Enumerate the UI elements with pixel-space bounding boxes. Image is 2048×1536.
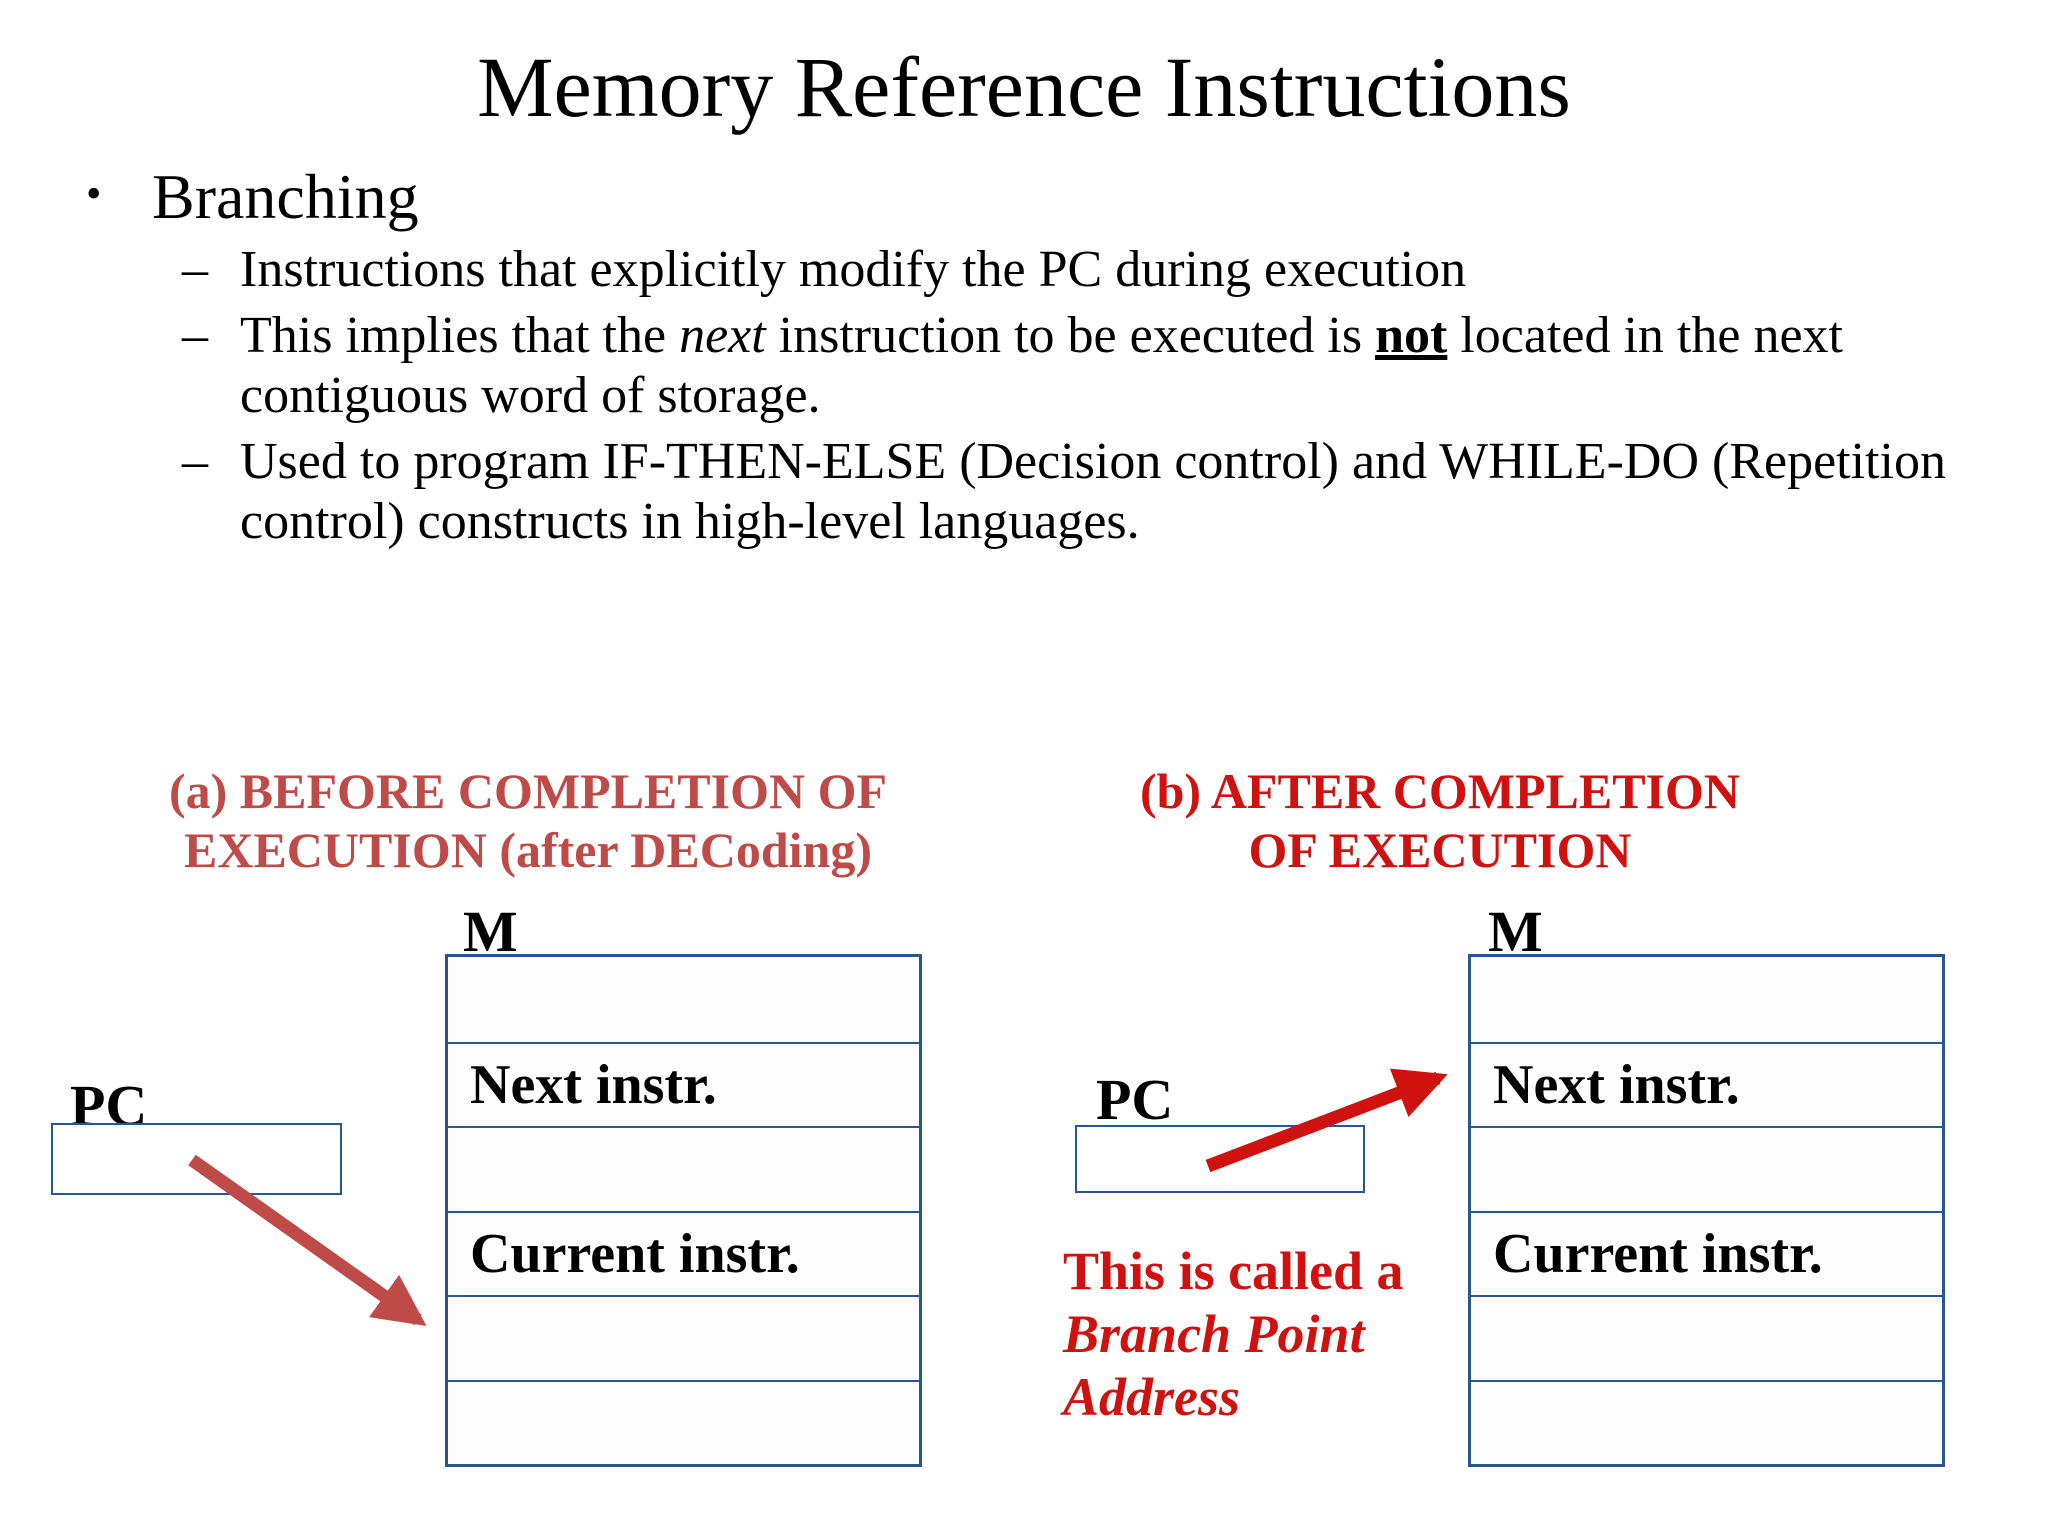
annotation-line3: Address bbox=[1063, 1367, 1241, 1427]
bullet-branching: Branching bbox=[152, 161, 419, 232]
memory-row-current-instr: Current instr. bbox=[448, 1210, 919, 1296]
pc-register-box-b bbox=[1075, 1125, 1365, 1193]
memory-row bbox=[448, 957, 919, 1042]
pc-label-b: PC bbox=[1096, 1067, 1174, 1132]
memory-label-b: M bbox=[1488, 899, 1543, 964]
caption-b-line2: OF EXECUTION bbox=[1248, 822, 1632, 878]
sub-bullet-1-text: Instructions that explicitly modify the … bbox=[240, 240, 1980, 300]
annotation-line1: This is called a bbox=[1063, 1241, 1404, 1301]
memory-table-b: Next instr. Current instr. bbox=[1468, 954, 1945, 1467]
dash-icon: – bbox=[182, 433, 208, 490]
caption-before-execution: (a) BEFORE COMPLETION OF EXECUTION (afte… bbox=[88, 762, 968, 880]
memory-row-current-instr: Current instr. bbox=[1471, 1210, 1942, 1296]
text-segment-italic: next bbox=[679, 307, 766, 364]
sub-bullet-2-text: This implies that the next instruction t… bbox=[240, 306, 1980, 426]
pc-register-box-a bbox=[51, 1123, 342, 1195]
branch-point-annotation: This is called a Branch Point Address bbox=[1063, 1240, 1404, 1429]
memory-row bbox=[448, 1379, 919, 1465]
memory-row-next-instr: Next instr. bbox=[1471, 1041, 1942, 1127]
sub-bullet-3: – Used to program IF-THEN-ELSE (Decision… bbox=[182, 432, 1980, 552]
memory-row bbox=[1471, 1379, 1942, 1465]
text-segment: Instructions that explicitly modify the … bbox=[240, 241, 1467, 298]
sub-bullet-2: – This implies that the next instruction… bbox=[182, 306, 1980, 426]
sub-bullet-3-text: Used to program IF-THEN-ELSE (Decision c… bbox=[240, 432, 1980, 552]
memory-row bbox=[1471, 957, 1942, 1042]
text-segment: located in the next contiguous word of s… bbox=[240, 307, 1843, 424]
dash-icon: – bbox=[182, 307, 208, 364]
memory-row bbox=[1471, 1295, 1942, 1380]
annotation-line2: Branch Point bbox=[1063, 1304, 1365, 1364]
sub-bullet-1: – Instructions that explicitly modify th… bbox=[182, 240, 1980, 300]
memory-row bbox=[448, 1295, 919, 1380]
memory-table-a: Next instr. Current instr. bbox=[445, 954, 922, 1467]
caption-after-execution: (b) AFTER COMPLETION OF EXECUTION bbox=[1130, 762, 1750, 880]
text-segment: instruction to be executed is bbox=[765, 307, 1376, 364]
caption-a-line2: EXECUTION (after DECoding) bbox=[184, 822, 872, 878]
text-segment: Used to program IF-THEN-ELSE (Decision c… bbox=[240, 433, 1946, 550]
memory-label-a: M bbox=[463, 899, 518, 964]
bullet-icon: • bbox=[86, 169, 102, 218]
caption-a-line1: (a) BEFORE COMPLETION OF bbox=[168, 763, 888, 819]
text-segment-bold-underline: not bbox=[1375, 307, 1448, 364]
caption-b-line1: (b) AFTER COMPLETION bbox=[1139, 763, 1741, 819]
dash-icon: – bbox=[182, 241, 208, 298]
page-title: Memory Reference Instructions bbox=[477, 39, 1571, 135]
memory-row bbox=[1471, 1126, 1942, 1211]
memory-row-next-instr: Next instr. bbox=[448, 1041, 919, 1127]
text-segment: This implies that the bbox=[240, 307, 680, 364]
memory-row bbox=[448, 1126, 919, 1211]
